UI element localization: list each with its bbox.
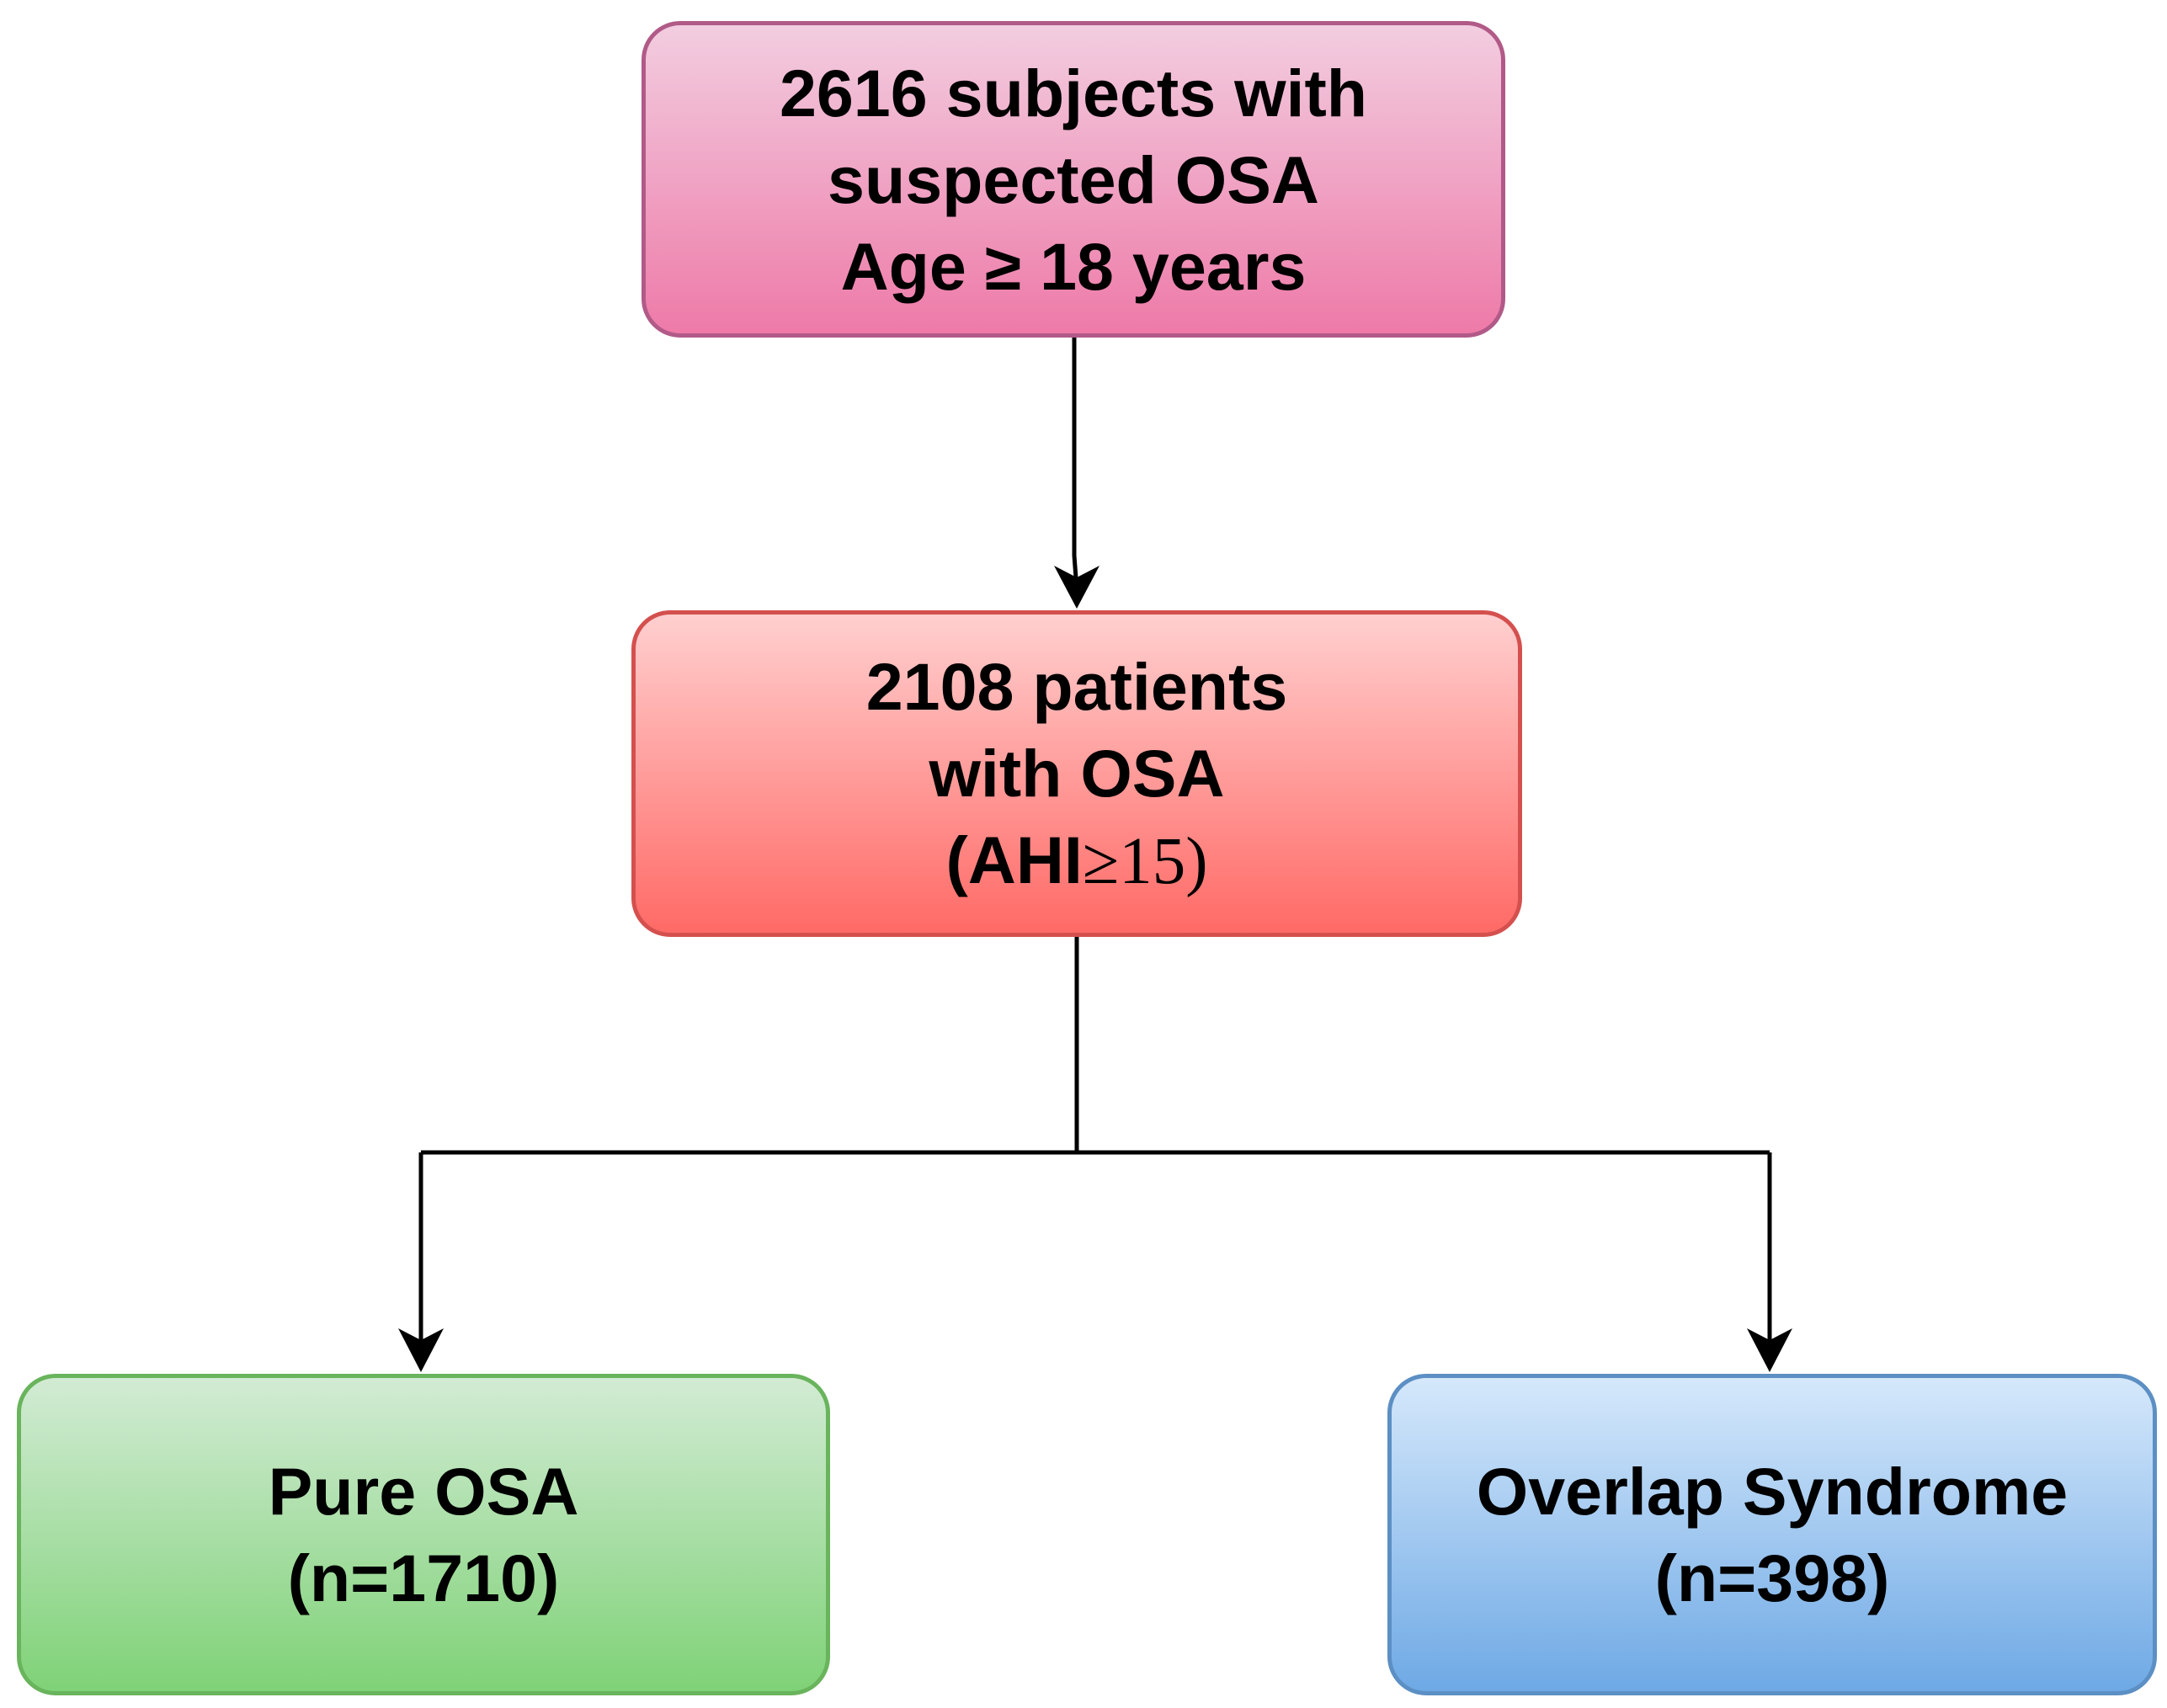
node-right-line-2: (n=398) — [1654, 1540, 1890, 1615]
node-patients-with-osa: 2108 patients with OSA (AHI≥15) — [631, 610, 1522, 937]
node-left-line-1: Pure OSA — [268, 1454, 579, 1529]
node-right-line-1: Overlap Syndrome — [1476, 1454, 2068, 1529]
node-top-line-1: 2616 subjects with — [779, 55, 1368, 130]
node-left-line-2: (n=1710) — [287, 1540, 560, 1615]
node-top-line-2: suspected OSA — [828, 141, 1319, 217]
arrowhead-right — [1747, 1328, 1792, 1372]
arrowhead-middle — [1054, 566, 1099, 609]
node-overlap-syndrome: Overlap Syndrome (n=398) — [1387, 1374, 2157, 1695]
node-middle-line-2: with OSA — [929, 735, 1225, 811]
node-subjects-suspected-osa: 2616 subjects with suspected OSA Age ≥ 1… — [642, 21, 1505, 338]
node-middle-line-3: (AHI≥15) — [945, 817, 1207, 905]
node-middle-line-1: 2108 patients — [865, 648, 1288, 724]
ahi-label: (AHI — [945, 822, 1083, 897]
arrowhead-left — [398, 1328, 444, 1372]
node-pure-osa: Pure OSA (n=1710) — [17, 1374, 830, 1695]
edge-top-to-middle — [1072, 338, 1079, 590]
ahi-threshold: ≥15) — [1082, 824, 1208, 898]
node-top-line-3: Age ≥ 18 years — [840, 228, 1307, 304]
